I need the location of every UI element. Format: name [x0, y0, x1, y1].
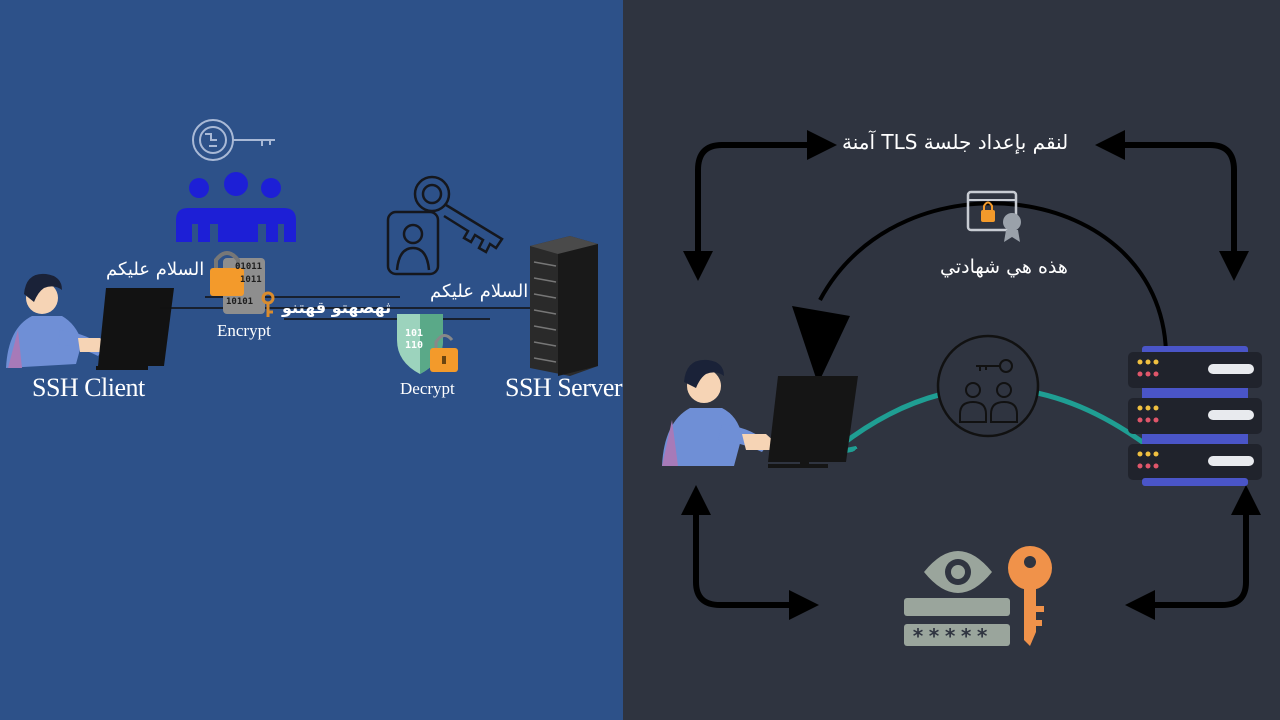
server-rack-illustration [530, 236, 598, 376]
client-user-illustration [6, 273, 108, 368]
encrypt-bits-line-1: 01011 [235, 262, 263, 272]
arrow-top-right [1095, 130, 1249, 281]
shared-key-users-icon [936, 334, 1040, 438]
client-monitor [96, 288, 174, 370]
password-login-icon [904, 546, 1052, 646]
encrypt-bits-line-3: 10101 [226, 297, 254, 307]
encrypt-label: Encrypt [217, 321, 271, 340]
server-greeting-text: السلام عليكم [430, 281, 529, 302]
tls-client-user-illustration [662, 359, 776, 466]
certificate-text: هذه هي شهادتي [940, 256, 1068, 278]
arrow-bottom-left [681, 485, 819, 620]
decrypt-label: Decrypt [400, 379, 455, 398]
decrypt-icon [397, 314, 458, 374]
decrypt-bits-line-2: 110 [405, 340, 424, 351]
ssh-server-label: SSH Server [505, 373, 623, 402]
certificate-arc-arrow [818, 201, 1168, 353]
digital-key-icon [192, 119, 275, 161]
password-mask-text: ***** [912, 624, 993, 648]
client-greeting-text: السلام عليكم [106, 259, 205, 280]
arrow-bottom-right [1125, 485, 1261, 620]
decrypt-bits-line-1: 101 [405, 328, 424, 339]
key-identity-icon [386, 175, 504, 276]
tls-client-monitor [768, 376, 858, 468]
encrypt-icon [210, 251, 275, 317]
cipher-text: ثهصهتو قهتنو [282, 298, 392, 317]
arrow-top-left [683, 130, 837, 281]
tls-server-stack [1128, 346, 1262, 486]
encrypt-bits-line-2: 1011 [240, 275, 262, 285]
tls-session-text: لنقم بإعداد جلسة TLS آمنة [842, 130, 1069, 154]
ssh-client-label: SSH Client [32, 373, 145, 402]
users-group-icon [176, 172, 296, 242]
certificate-icon [966, 190, 1021, 242]
certificate-arc-arrowhead [792, 306, 850, 384]
